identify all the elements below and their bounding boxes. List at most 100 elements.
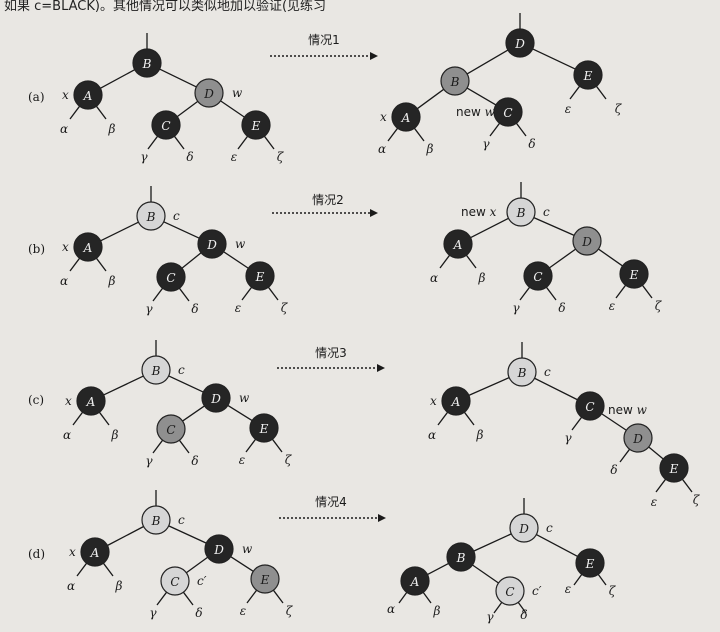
case-label-c: 情况3 bbox=[315, 346, 347, 360]
node-letter: C bbox=[161, 119, 170, 133]
subtree-label: δ bbox=[558, 301, 565, 315]
subtree-edge bbox=[69, 257, 81, 272]
node-circle bbox=[249, 413, 279, 443]
subtree-edge bbox=[569, 85, 581, 100]
tree-edge bbox=[533, 217, 575, 236]
subtree-edge bbox=[439, 254, 451, 269]
node-letter: B bbox=[516, 206, 526, 220]
subtree-edge bbox=[681, 478, 693, 493]
subtree-edge bbox=[437, 411, 449, 426]
node-circle bbox=[573, 60, 603, 90]
node-letter: E bbox=[260, 573, 270, 587]
node-prefix-label: new w bbox=[456, 105, 496, 119]
node-letter: A bbox=[90, 546, 100, 560]
subtree-edge bbox=[245, 438, 257, 453]
tree-node-c: C bbox=[156, 262, 186, 292]
subtree-edge bbox=[237, 135, 249, 150]
subtree-label: α bbox=[60, 274, 68, 288]
node-suffix-label: c bbox=[544, 365, 551, 379]
subtree-label: ε bbox=[565, 102, 571, 116]
node-letter: E bbox=[259, 422, 269, 436]
node-letter: D bbox=[206, 238, 217, 252]
node-circle bbox=[73, 232, 103, 262]
node-circle bbox=[523, 261, 553, 291]
tree-node-c: C bbox=[575, 391, 605, 421]
node-suffix-label: w bbox=[242, 542, 253, 556]
subtree-label: ζ bbox=[285, 453, 293, 467]
case-label-d: 情况4 bbox=[315, 495, 347, 509]
node-circle bbox=[493, 97, 523, 127]
subtree-label: γ bbox=[512, 301, 520, 315]
subtree-edge bbox=[76, 562, 88, 577]
subtree-label: α bbox=[67, 579, 75, 593]
subtree-label: ζ bbox=[609, 584, 617, 598]
node-circle bbox=[623, 423, 653, 453]
tree-node-c: C bbox=[493, 97, 523, 127]
node-circle bbox=[194, 78, 224, 108]
node-circle bbox=[659, 453, 689, 483]
tree-node-d: D bbox=[509, 513, 539, 543]
node-letter: B bbox=[151, 514, 161, 528]
subtree-label: β bbox=[426, 142, 434, 156]
subtree-edge bbox=[519, 286, 531, 301]
node-letter: B bbox=[450, 75, 460, 89]
node-circle bbox=[509, 513, 539, 543]
tree-edge bbox=[163, 221, 200, 239]
node-circle bbox=[440, 66, 470, 96]
subtree-label: β bbox=[108, 274, 116, 288]
arrow-head-icon bbox=[370, 52, 378, 60]
tree-edge bbox=[416, 88, 445, 110]
tree-node-c: C bbox=[156, 414, 186, 444]
subtree-label: ε bbox=[231, 150, 237, 164]
tree-node-a: A bbox=[391, 102, 421, 132]
tree-edge bbox=[470, 217, 509, 239]
node-letter: C bbox=[166, 271, 175, 285]
tree-node-e: E bbox=[241, 110, 271, 140]
tree-node-b: B bbox=[507, 357, 537, 387]
node-letter: A bbox=[401, 111, 411, 125]
subtree-label: γ bbox=[564, 431, 572, 445]
subtree-edge bbox=[398, 591, 408, 604]
tree-edge bbox=[185, 556, 209, 574]
subtree-edge bbox=[72, 411, 84, 426]
arrow-head-icon bbox=[377, 364, 385, 372]
node-letter: A bbox=[83, 241, 93, 255]
node-circle bbox=[250, 564, 280, 594]
node-suffix-label: c bbox=[543, 205, 550, 219]
arrow-head-icon bbox=[370, 209, 378, 217]
node-suffix-label: c′ bbox=[532, 584, 542, 598]
subtree-edge bbox=[387, 127, 399, 142]
node-circle bbox=[507, 357, 537, 387]
subtree-edge bbox=[152, 439, 164, 454]
subtree-label: ζ bbox=[281, 301, 289, 315]
node-letter: D bbox=[632, 432, 643, 446]
subtree-edge bbox=[597, 573, 607, 586]
node-letter: E bbox=[251, 119, 261, 133]
tree-node-e: E bbox=[659, 453, 689, 483]
subtree-label: ε bbox=[565, 582, 571, 596]
tree-edge bbox=[468, 377, 510, 396]
node-circle bbox=[391, 102, 421, 132]
node-circle bbox=[197, 229, 227, 259]
node-circle bbox=[505, 28, 535, 58]
subtree-label: β bbox=[476, 428, 484, 442]
tree-node-c: C bbox=[151, 110, 181, 140]
node-circle bbox=[443, 229, 473, 259]
subtree-edge bbox=[263, 135, 275, 150]
node-suffix-label: c bbox=[178, 363, 185, 377]
node-letter: C bbox=[170, 575, 179, 589]
subtree-edge bbox=[489, 122, 501, 137]
node-letter: D bbox=[213, 543, 224, 557]
node-circle bbox=[160, 566, 190, 596]
node-suffix-label: w bbox=[232, 86, 243, 100]
tree-node-d: D bbox=[201, 383, 231, 413]
subtree-label: β bbox=[115, 579, 123, 593]
tree-node-d: D bbox=[623, 423, 653, 453]
node-circle bbox=[132, 48, 162, 78]
subtree-edge bbox=[178, 439, 190, 454]
node-letter: B bbox=[456, 551, 466, 565]
node-letter: A bbox=[86, 395, 96, 409]
tree-edge bbox=[472, 564, 499, 584]
tree-node-e: E bbox=[249, 413, 279, 443]
